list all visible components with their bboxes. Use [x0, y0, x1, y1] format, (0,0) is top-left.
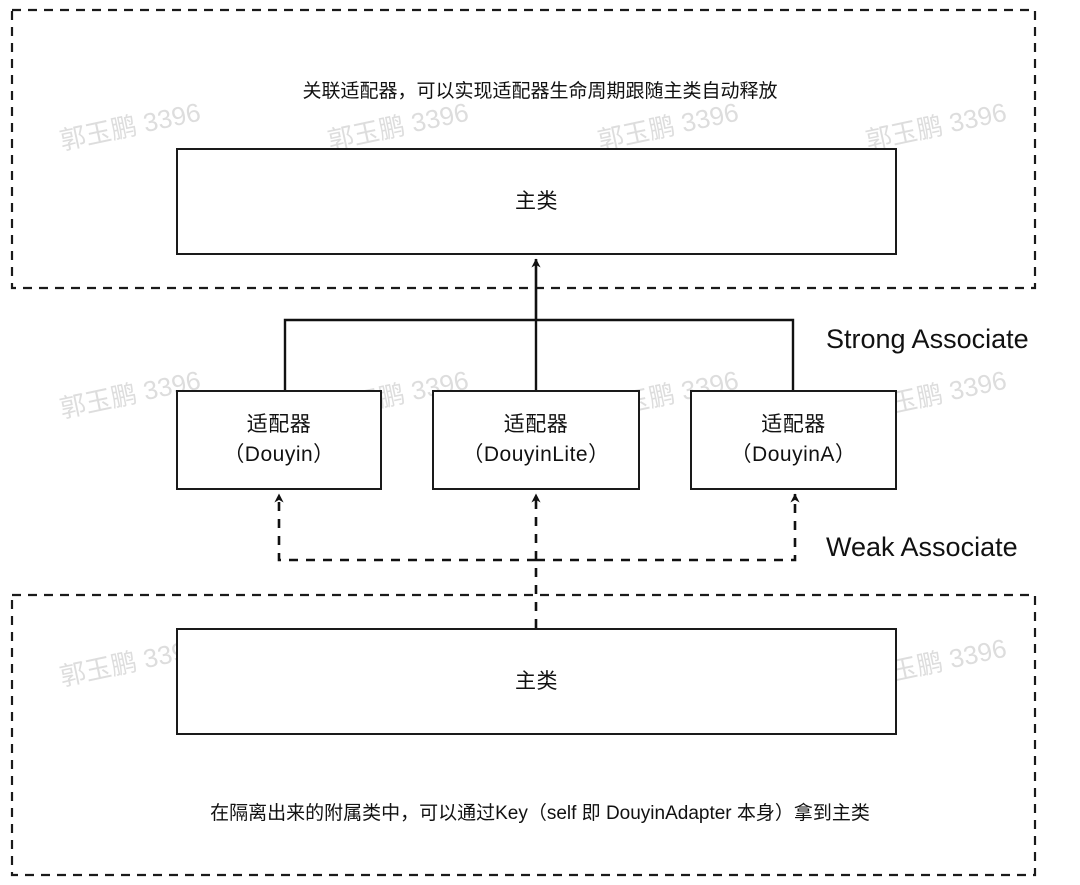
bottom-section-caption: 在隔离出来的附属类中，可以通过Key（self 即 DouyinAdapter …: [210, 803, 870, 824]
adapter-subtitle-douyinlite: （DouyinLite）: [462, 443, 610, 466]
main-class-node-bottom[interactable]: 主类: [176, 628, 897, 735]
adapter-subtitle-douyina: （DouyinA）: [730, 443, 857, 466]
main-class-label-bottom: 主类: [515, 669, 558, 693]
main-class-node-top[interactable]: 主类: [176, 148, 897, 255]
bottom-dashed-group: [10, 593, 1037, 877]
weak-association-left-branch: [274, 493, 536, 562]
adapter-title-douyinlite: 适配器: [503, 413, 569, 436]
top-dashed-group: [10, 8, 1037, 290]
weak-associate-label: Weak Associate: [826, 532, 1018, 562]
adapter-node-douyinlite[interactable]: 适配器 （DouyinLite）: [432, 390, 640, 490]
adapter-node-douyina[interactable]: 适配器 （DouyinA）: [690, 390, 897, 490]
adapter-title-douyin: 适配器: [246, 413, 312, 436]
adapter-node-douyin[interactable]: 适配器 （Douyin）: [176, 390, 382, 490]
adapter-subtitle-douyin: （Douyin）: [223, 443, 335, 466]
adapter-title-douyina: 适配器: [761, 413, 826, 436]
main-class-label-top: 主类: [515, 189, 558, 213]
strong-association-bus: [283, 318, 795, 390]
top-section-caption: 关联适配器，可以实现适配器生命周期跟随主类自动释放: [302, 81, 778, 102]
weak-association-right-branch: [536, 493, 800, 562]
strong-associate-label: Strong Associate: [826, 324, 1029, 354]
